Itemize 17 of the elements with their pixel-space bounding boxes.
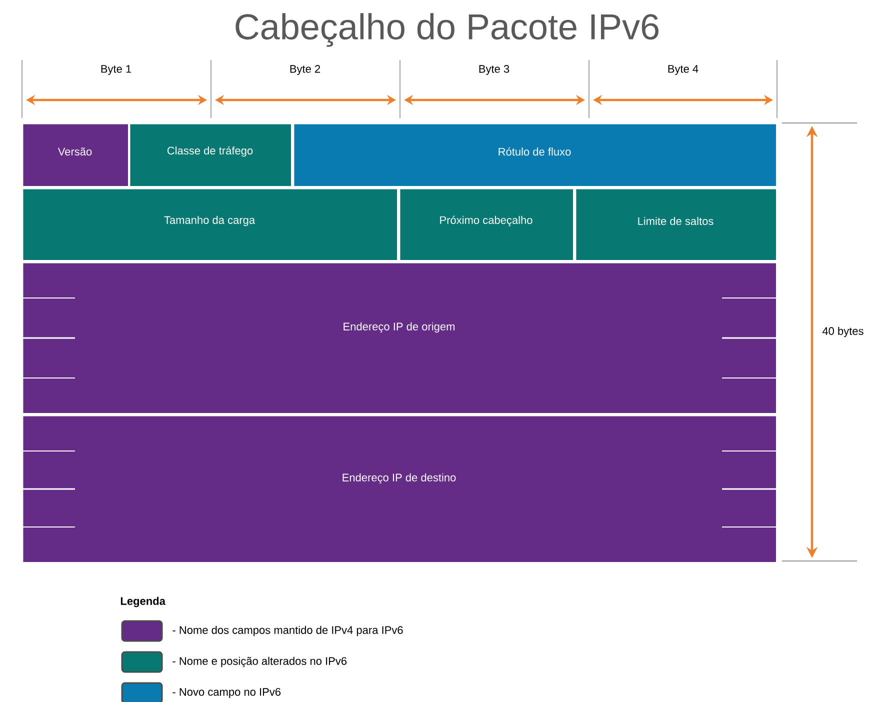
field-box: Classe de tráfego (129, 123, 292, 188)
field-box: Limite de saltos (575, 188, 778, 262)
byte-label: Byte 3 (479, 65, 510, 75)
field-box: Versão (22, 123, 130, 188)
title: Cabeçalho do Pacote IPv6 (236, 13, 658, 47)
field-box: Endereço IP de origem (22, 262, 778, 414)
byte-label: Byte 4 (668, 65, 698, 75)
field-box: Próximo cabeçalho (399, 188, 574, 262)
legend-heading: Legenda (120, 596, 166, 608)
byte-label: Byte 2 (290, 65, 320, 75)
size-label: 40 bytes (822, 326, 864, 338)
legend-text: - Nome e posição alterados no IPv6 (172, 656, 347, 668)
field-box: Rótulo de fluxo (293, 123, 778, 188)
field-box: Endereço IP de destino (22, 415, 778, 564)
legend-text: - Novo campo no IPv6 (172, 688, 281, 698)
byte-label: Byte 1 (101, 65, 132, 75)
legend-text: - Nome dos campos mantido de IPv4 para IPv6 (172, 626, 403, 636)
